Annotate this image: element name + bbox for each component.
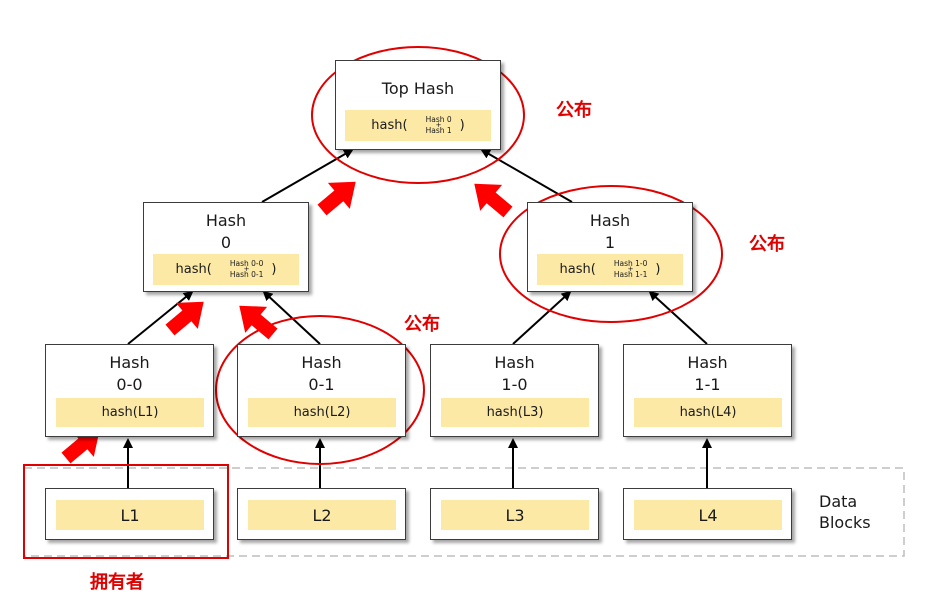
hash-arg-a: Hash 1-0 xyxy=(613,259,648,268)
red-arrow-top-right xyxy=(474,183,513,218)
node-hash-1-0-expression: hash(L3) xyxy=(441,398,589,427)
owner-rect xyxy=(23,464,229,559)
data-block-l1: L1 xyxy=(45,488,214,540)
node-hash-1-1-expression: hash(L4) xyxy=(634,398,782,427)
node-hash-0-0: Hash 0-0 hash(L1) xyxy=(45,344,214,437)
hash-arg-a: Hash 0 xyxy=(425,115,452,124)
hash-arg-b: Hash 1-1 xyxy=(613,270,648,279)
arrow-h00-to-h0 xyxy=(127,290,194,345)
hash-close: ) xyxy=(459,118,465,133)
data-blocks-label-line2: Blocks xyxy=(819,513,871,532)
node-hash-0-1-expression: hash(L2) xyxy=(248,398,396,427)
circle-hash-0-1 xyxy=(215,315,425,465)
hash-func: hash( xyxy=(559,262,596,277)
annotation-owner: 拥有者 xyxy=(90,572,144,593)
node-hash-1-1-title-line1: Hash xyxy=(687,353,728,372)
data-block-l1-label: L1 xyxy=(56,500,204,530)
data-block-l2: L2 xyxy=(237,488,406,540)
data-blocks-label-line1: Data xyxy=(819,492,858,511)
node-hash-0-1-title-line1: Hash xyxy=(301,353,342,372)
data-block-l3: L3 xyxy=(430,488,599,540)
node-hash-1-title-line2: 1 xyxy=(604,233,616,252)
hash-plus: + xyxy=(435,121,442,129)
data-block-l4-label: L4 xyxy=(634,500,782,530)
node-hash-0-1: Hash 0-1 hash(L2) xyxy=(237,344,406,437)
node-hash-1-0-title-line1: Hash xyxy=(494,353,535,372)
annotation-publish-hash-1: 公布 xyxy=(749,234,785,255)
node-hash-0-title-line1: Hash xyxy=(205,211,247,230)
node-hash-0-title-line2: 0 xyxy=(220,233,232,252)
node-top-hash-title: Top Hash xyxy=(381,79,455,98)
red-arrow-h00 xyxy=(61,429,100,464)
node-top-hash: Top Hash hash( Hash 0 + Hash 1 ) xyxy=(335,60,501,150)
node-hash-0-expression: hash( Hash 0-0 + Hash 0-1 ) xyxy=(153,254,299,285)
hash-close: ) xyxy=(655,262,661,277)
annotation-publish-hash-0-1: 公布 xyxy=(404,314,440,335)
red-arrow-h0-right xyxy=(239,305,278,340)
red-arrow-top-left xyxy=(317,181,356,216)
hash-arg-b: Hash 1 xyxy=(425,126,452,135)
circle-top-hash xyxy=(311,46,525,184)
node-hash-0-0-expression: hash(L1) xyxy=(56,398,204,427)
node-hash-0-0-title-line2: 0-0 xyxy=(116,375,143,394)
data-block-l4: L4 xyxy=(623,488,792,540)
hash-arg-a: Hash 0-0 xyxy=(229,259,264,268)
node-hash-1-0: Hash 1-0 hash(L3) xyxy=(430,344,599,437)
node-hash-1-expression: hash( Hash 1-0 + Hash 1-1 ) xyxy=(537,254,683,285)
hash-func: hash( xyxy=(175,262,212,277)
node-hash-1-1-title-line2: 1-1 xyxy=(694,375,721,394)
red-arrow-h0-left xyxy=(165,301,204,336)
annotation-publish-top: 公布 xyxy=(556,100,592,121)
hash-plus: + xyxy=(627,265,634,273)
arrow-h11-to-h1 xyxy=(648,290,708,345)
node-hash-0: Hash 0 hash( Hash 0-0 + Hash 0-1 ) xyxy=(143,202,309,292)
hash-plus: + xyxy=(243,265,250,273)
node-hash-1-title-line1: Hash xyxy=(589,211,631,230)
node-hash-1-1: Hash 1-1 hash(L4) xyxy=(623,344,792,437)
node-hash-0-0-title-line1: Hash xyxy=(109,353,150,372)
node-top-hash-expression: hash( Hash 0 + Hash 1 ) xyxy=(345,110,491,141)
hash-close: ) xyxy=(271,262,277,277)
node-hash-0-1-title-line2: 0-1 xyxy=(308,375,335,394)
arrow-h10-to-h1 xyxy=(512,290,572,345)
node-hash-1-0-title-line2: 1-0 xyxy=(501,375,528,394)
data-block-l2-label: L2 xyxy=(248,500,396,530)
hash-arg-b: Hash 0-1 xyxy=(229,270,264,279)
data-block-l3-label: L3 xyxy=(441,500,589,530)
hash-func: hash( xyxy=(371,118,408,133)
circle-hash-1 xyxy=(499,185,723,323)
node-hash-1: Hash 1 hash( Hash 1-0 + Hash 1-1 ) xyxy=(527,202,693,292)
